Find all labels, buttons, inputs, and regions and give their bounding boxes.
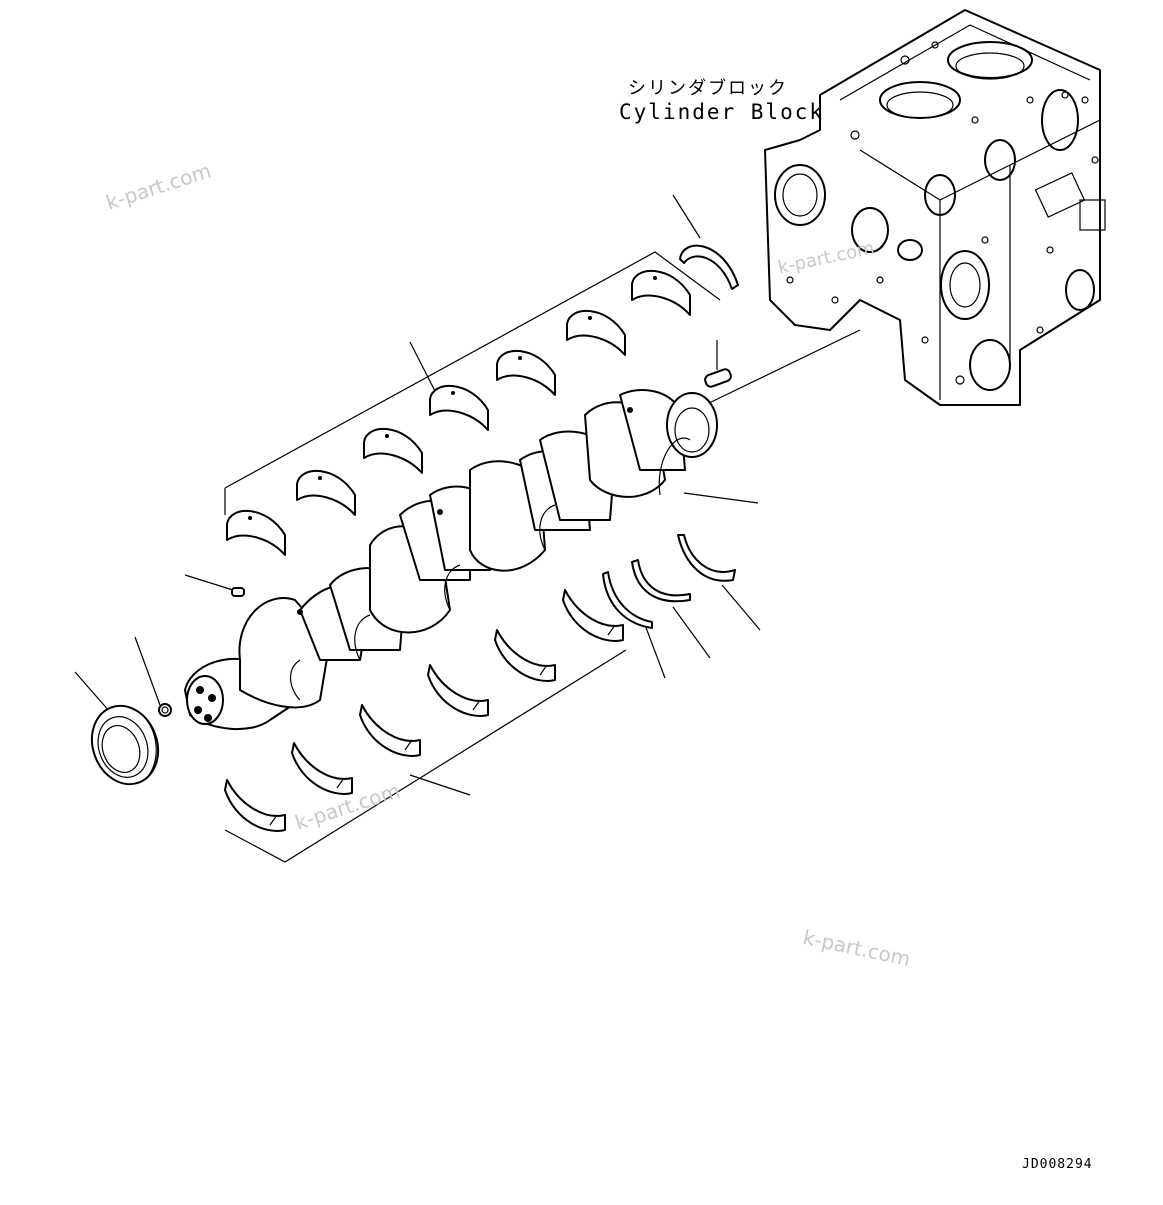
oil-seal bbox=[90, 704, 160, 786]
cylinder-block-drawing bbox=[764, 9, 1106, 406]
cylinder-block-label-en: Cylinder Block bbox=[619, 100, 825, 124]
drawing-number: JD008294 bbox=[1022, 1157, 1093, 1172]
key bbox=[231, 587, 245, 597]
dowel-pin bbox=[704, 368, 732, 388]
thrust-washers bbox=[602, 534, 736, 629]
leader-lines bbox=[74, 194, 861, 863]
crankshaft bbox=[184, 389, 718, 731]
gear-small bbox=[158, 703, 172, 717]
lower-main-bearing-shells bbox=[224, 589, 624, 832]
cylinder-block-label-jp: シリンダブロック bbox=[628, 78, 788, 99]
upper-main-bearing-shells bbox=[226, 244, 739, 556]
